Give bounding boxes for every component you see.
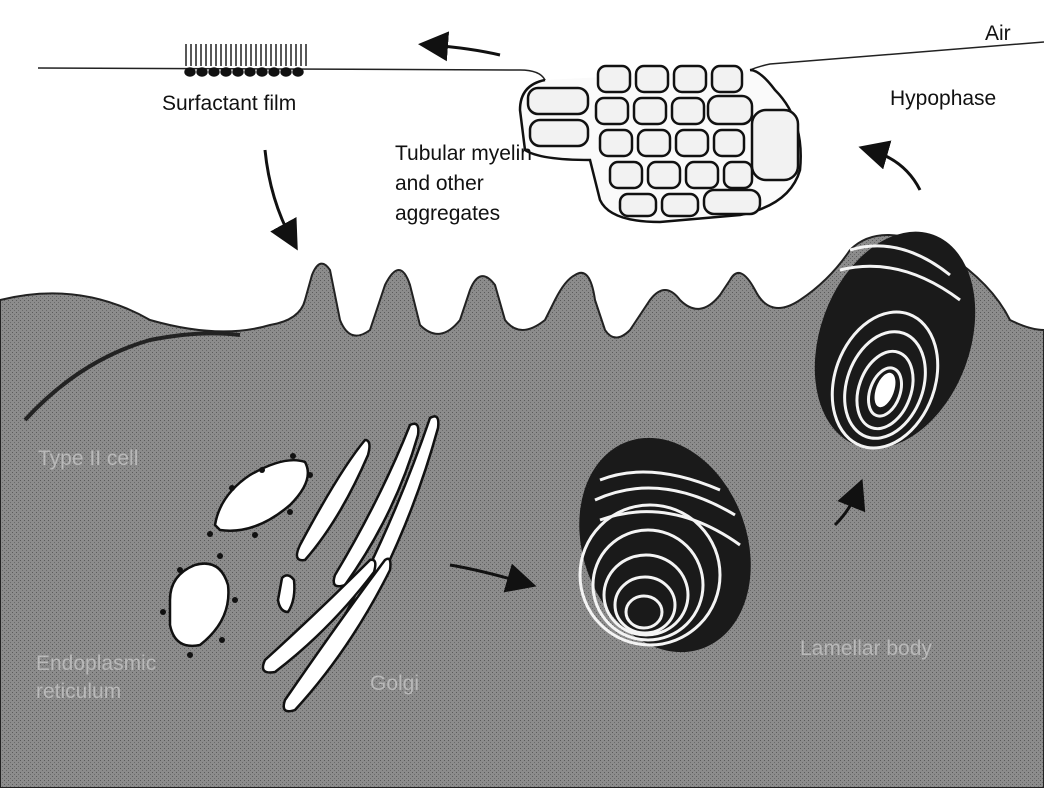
label-tubular-myelin-2: and other [395,172,484,195]
label-tubular-myelin-3: aggregates [395,202,500,225]
label-er-1: Endoplasmic [36,652,156,675]
label-tubular-myelin-1: Tubular myelin [395,142,532,165]
surfactant-film-molecules [185,44,306,76]
arrow-film-from-myelin [430,45,500,55]
arrow-film-to-cell [265,150,292,240]
label-hypophase: Hypophase [890,87,996,110]
label-surfactant-film: Surfactant film [162,92,296,115]
label-er-2: reticulum [36,680,121,703]
label-type-ii-cell: Type II cell [38,447,138,470]
label-air: Air [985,22,1011,45]
label-lamellar-body: Lamellar body [800,637,932,660]
arrow-secretion-to-myelin [870,150,920,190]
tubular-myelin [520,66,801,222]
label-golgi: Golgi [370,672,419,695]
